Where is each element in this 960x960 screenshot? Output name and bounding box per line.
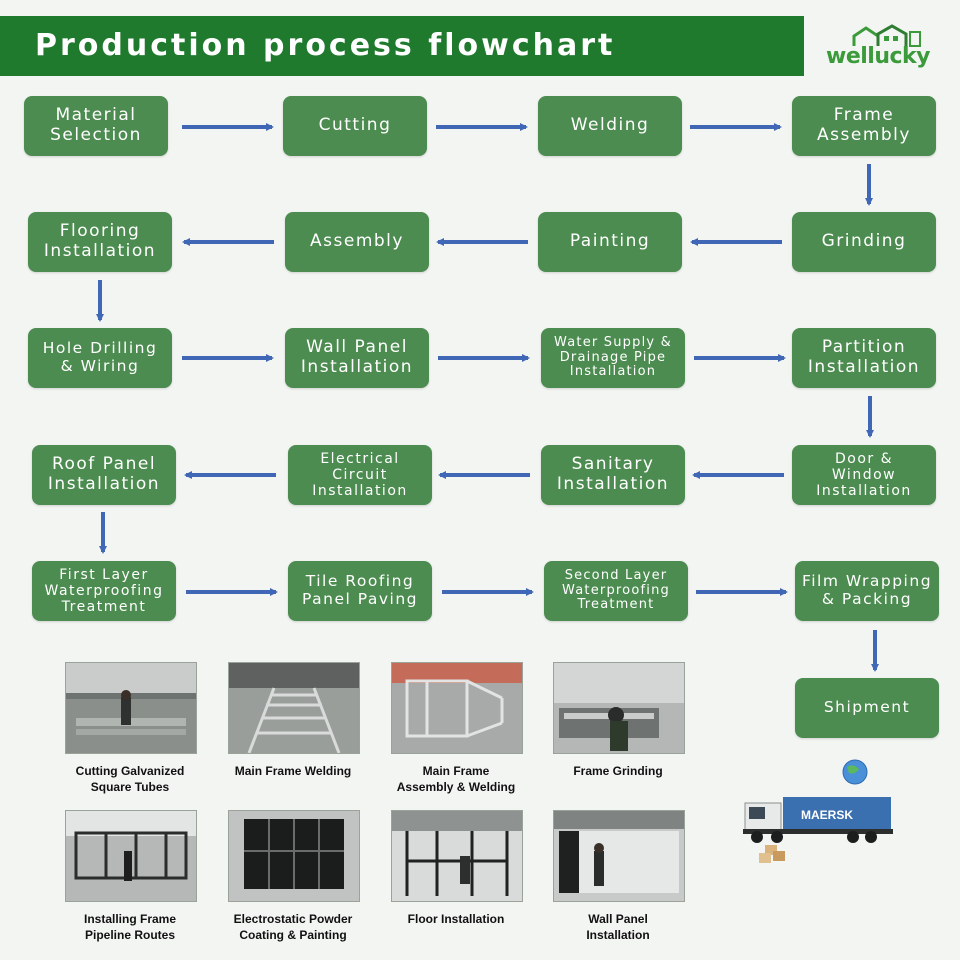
caption-painting: Electrostatic Powder Coating & Painting — [233, 912, 353, 942]
step-water-supply-drainage: Water Supply & Drainage Pipe Installatio… — [541, 328, 685, 388]
caption-assembly: Main Frame Assembly & Welding — [396, 764, 516, 794]
step-partition-installation: Partition Installation — [792, 328, 936, 388]
step-roof-panel-installation: Roof Panel Installation — [32, 445, 176, 505]
step-frame-assembly: Frame Assembly — [792, 96, 936, 156]
painting-photo — [228, 810, 360, 902]
pipeline-photo — [65, 810, 197, 902]
caption-pipeline: Installing Frame Pipeline Routes — [83, 912, 177, 942]
wellucky-logo: wellucky — [826, 24, 936, 72]
caption-cutting: Cutting Galvanized Square Tubes — [75, 764, 185, 794]
step-grinding: Grinding — [792, 212, 936, 272]
step-cutting: Cutting — [283, 96, 427, 156]
assembly-photo — [391, 662, 523, 754]
step-wall-panel-installation: Wall Panel Installation — [285, 328, 429, 388]
step-hole-drilling-wiring: Hole Drilling & Wiring — [28, 328, 172, 388]
box-icon — [765, 845, 777, 855]
wall-panel-photo — [553, 810, 685, 902]
step-door-window-installation: Door & Window Installation — [792, 445, 936, 505]
logo-text: wellucky — [826, 44, 931, 69]
step-shipment: Shipment — [795, 678, 939, 738]
step-flooring-installation: Flooring Installation — [28, 212, 172, 272]
caption-welding: Main Frame Welding — [234, 764, 352, 778]
caption-grinding: Frame Grinding — [573, 764, 663, 778]
header-bar: Production process flowchart — [0, 16, 804, 76]
step-second-layer-waterproofing: Second Layer Waterproofing Treatment — [544, 561, 688, 621]
grinding-photo — [553, 662, 685, 754]
page-title: Production process flowchart — [35, 28, 616, 63]
step-tile-roofing-panel-paving: Tile Roofing Panel Paving — [288, 561, 432, 621]
step-assembly: Assembly — [285, 212, 429, 272]
step-sanitary-installation: Sanitary Installation — [541, 445, 685, 505]
step-first-layer-waterproofing: First Layer Waterproofing Treatment — [32, 561, 176, 621]
caption-wall-panel: Wall Panel Installation — [586, 912, 650, 942]
welding-photo — [228, 662, 360, 754]
house-logo-icon — [852, 24, 921, 47]
shipment-truck-image: MAERSK — [743, 757, 893, 867]
caption-floor: Floor Installation — [407, 912, 505, 926]
floor-photo — [391, 810, 523, 902]
truck-label: MAERSK — [801, 808, 853, 822]
step-welding: Welding — [538, 96, 682, 156]
step-material-selection: Material Selection — [24, 96, 168, 156]
step-film-wrapping-packing: Film Wrapping & Packing — [795, 561, 939, 621]
step-painting: Painting — [538, 212, 682, 272]
cutting-photo — [65, 662, 197, 754]
step-electrical-circuit-installation: Electrical Circuit Installation — [288, 445, 432, 505]
